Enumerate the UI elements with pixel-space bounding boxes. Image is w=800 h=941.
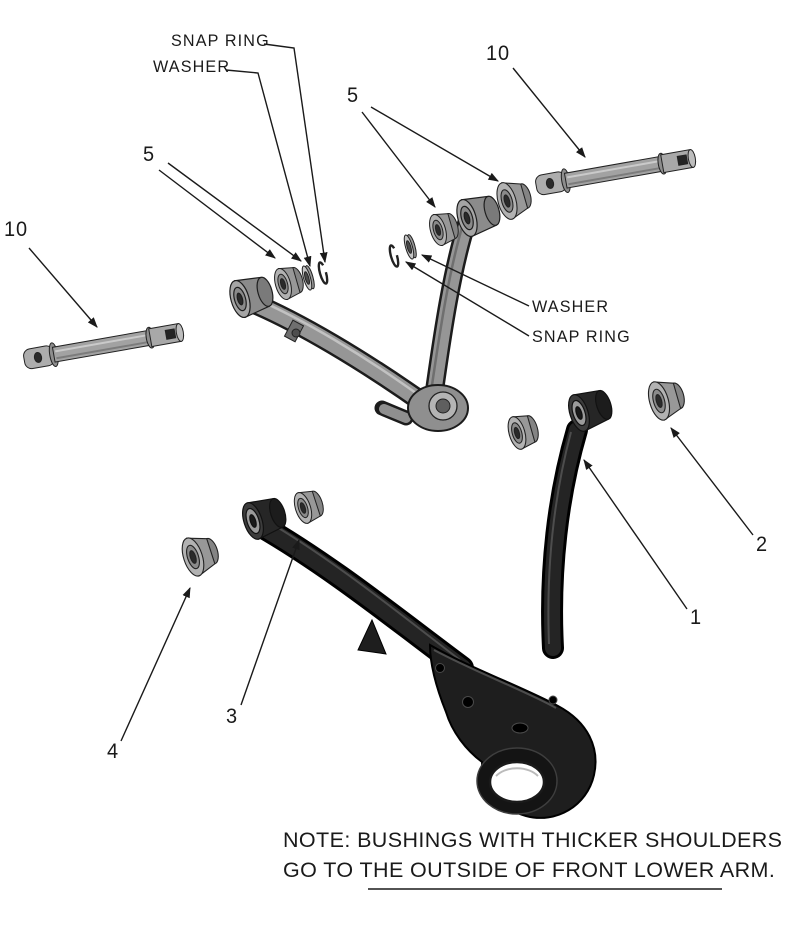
callout-washer-top: WASHER	[153, 57, 231, 76]
leader-washer-top	[225, 69, 312, 268]
lower-ball-joint	[476, 747, 558, 815]
leader-ten-left	[28, 247, 98, 328]
leader-five-left-b	[167, 162, 302, 262]
pivot-shaft-left	[21, 319, 187, 373]
leader-ten-right	[512, 67, 586, 158]
snap-ring-upper-right	[386, 243, 402, 269]
bushing-upper-left	[270, 262, 308, 302]
leader-three	[240, 538, 300, 706]
leader-lines	[28, 43, 754, 890]
lower-arm-front-tube	[544, 422, 585, 656]
bushing-lower-front-inner	[504, 410, 543, 452]
leader-one	[583, 459, 688, 610]
upper-ball-joint	[374, 384, 469, 432]
callout-two: 2	[756, 533, 769, 556]
snap-ring-upper-left	[315, 260, 331, 286]
note-line-1: NOTE: BUSHINGS WITH THICKER SHOULDERS	[283, 828, 783, 852]
bushing-lower-rear-inner	[290, 486, 328, 527]
upper-arm-front-tube	[427, 215, 474, 401]
leader-snap-ring-right	[405, 261, 530, 337]
pivot-shaft-right	[533, 145, 699, 199]
washer-upper-right	[401, 232, 419, 261]
callout-snap-ring-right: SNAP RING	[532, 327, 631, 346]
leader-five-center-a	[361, 111, 436, 208]
lower-control-arm-assembly	[177, 374, 690, 819]
upper-arm-rear-tube	[238, 292, 430, 410]
callout-one: 1	[690, 606, 703, 629]
bushing-lower-rear-outer	[177, 529, 224, 580]
leader-five-center-b	[370, 106, 499, 182]
upper-control-arm-assembly	[21, 145, 699, 432]
upper-control-arm	[225, 190, 505, 432]
bushing-lower-front-outer	[644, 374, 690, 424]
note-line-2: GO TO THE OUTSIDE OF FRONT LOWER ARM.	[283, 858, 776, 882]
callout-four: 4	[107, 740, 120, 763]
callout-washer-right: WASHER	[532, 297, 610, 316]
leader-snap-ring-top	[263, 43, 328, 264]
callout-three: 3	[226, 705, 239, 728]
callout-snap-ring-top: SNAP RING	[171, 31, 270, 50]
leader-five-left-a	[158, 169, 276, 259]
lower-control-arm	[237, 384, 617, 819]
callout-ten-right: 10	[486, 42, 511, 65]
callout-ten-left: 10	[4, 218, 29, 241]
callout-five-left: 5	[143, 143, 156, 166]
leader-four	[120, 586, 191, 742]
leader-washer-right	[420, 254, 530, 307]
callout-five-center: 5	[347, 84, 360, 107]
leader-two	[670, 427, 754, 536]
